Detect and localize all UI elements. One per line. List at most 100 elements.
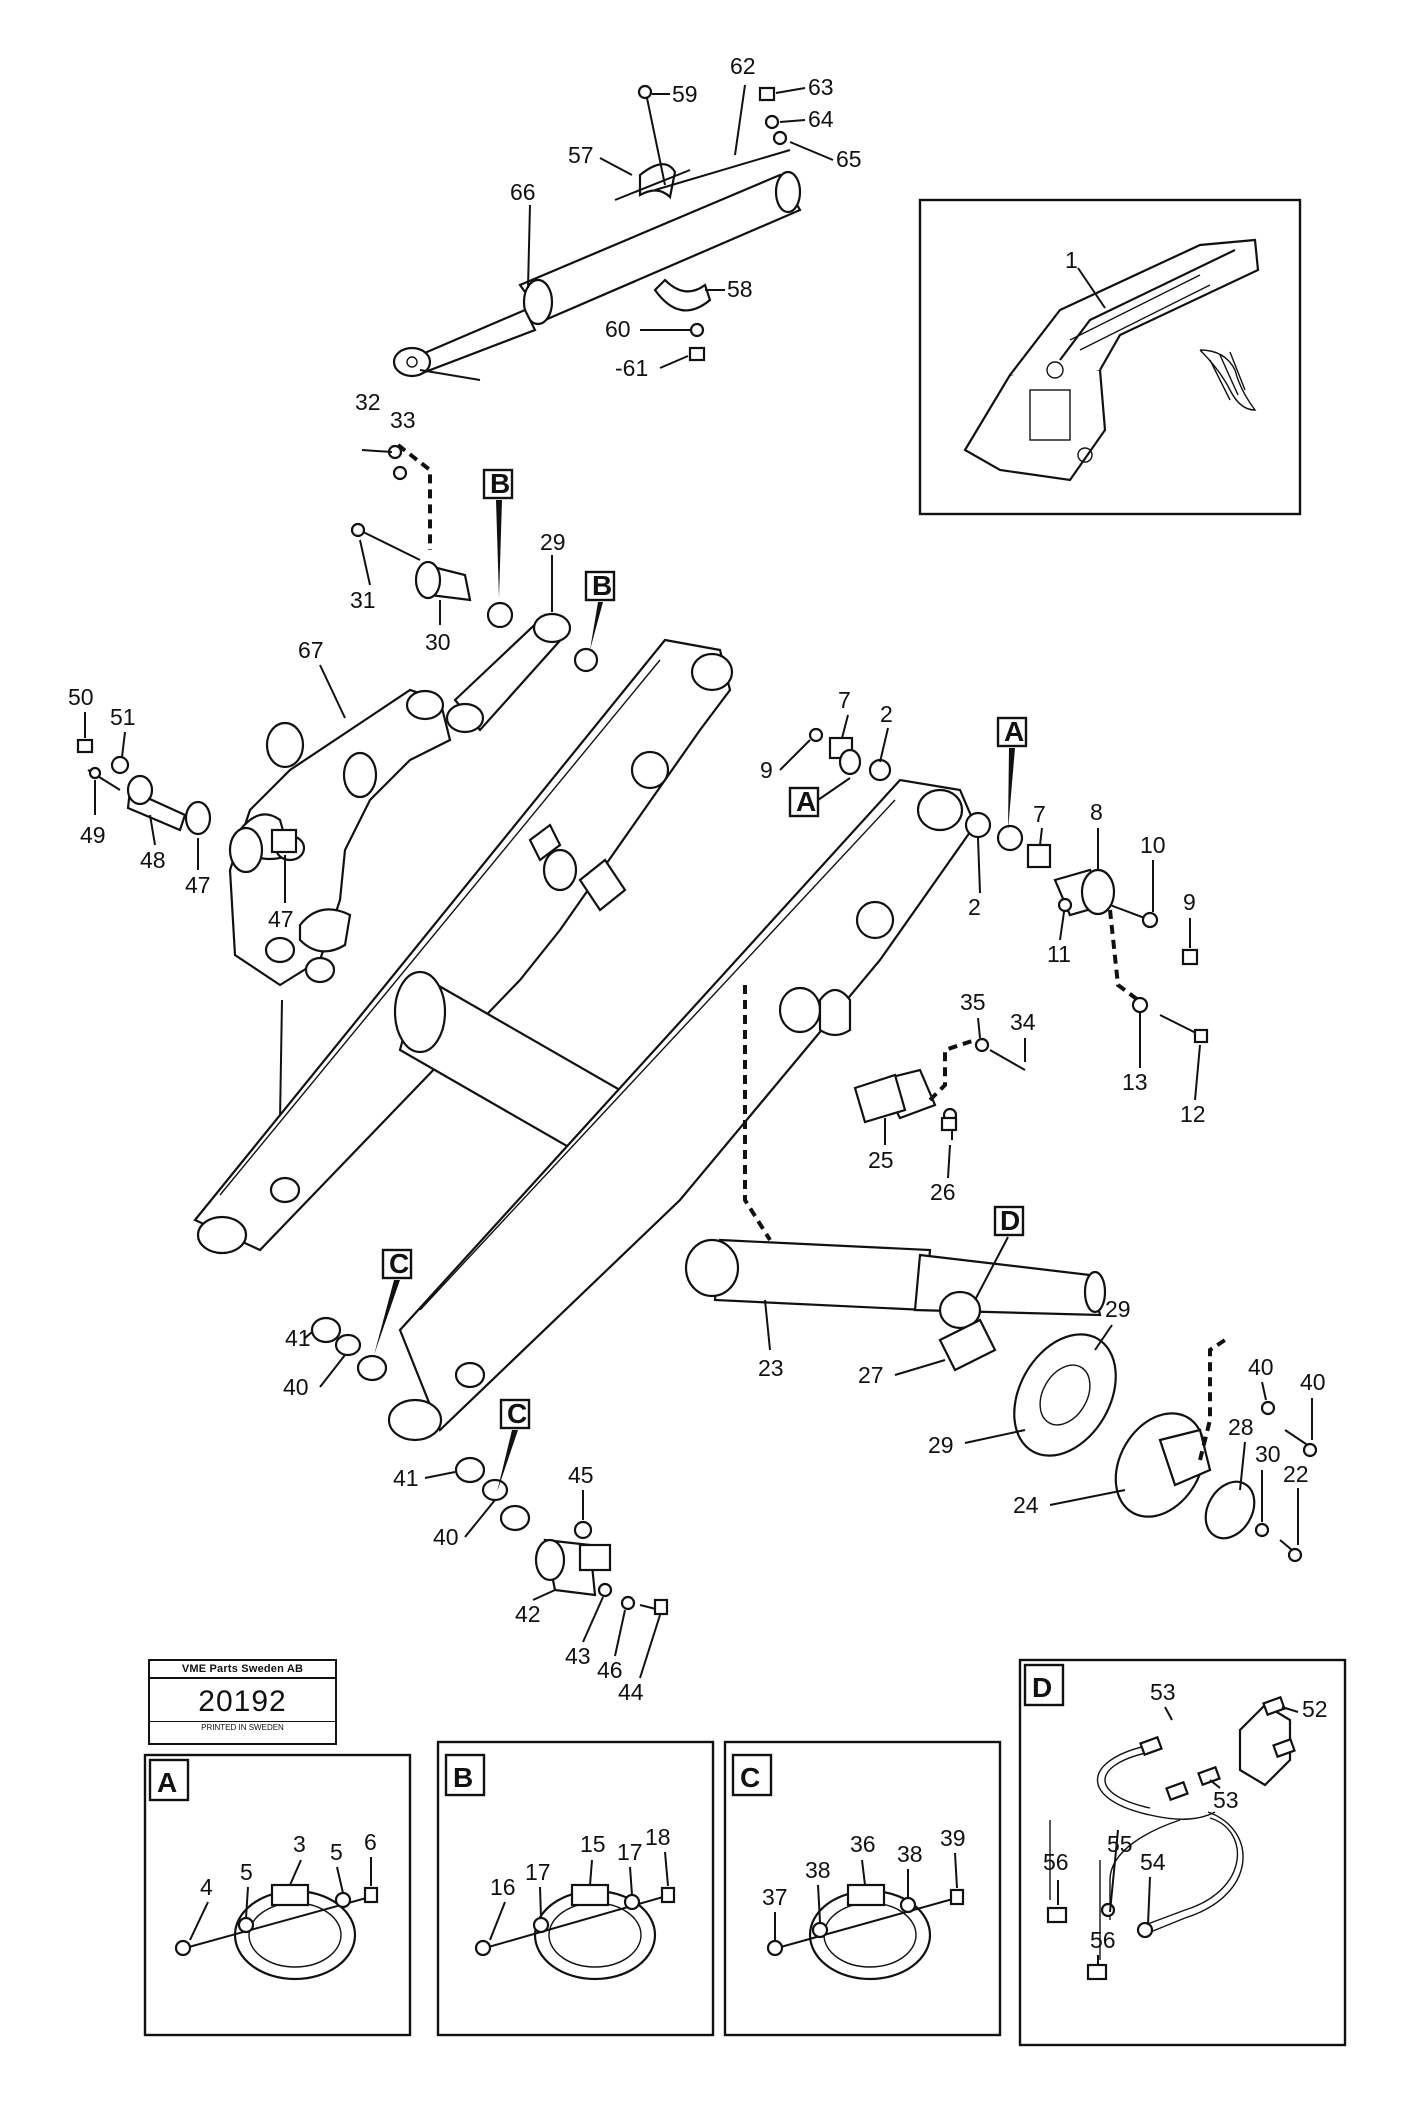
callout-32: 25 (868, 1147, 894, 1173)
callout-59: 59 (672, 81, 698, 107)
callout-62: 62 (730, 53, 756, 79)
catalog-stamp: VME Parts Sweden AB 20192 PRINTED IN SWE… (148, 1659, 337, 1745)
callout-44: 45 (568, 1462, 594, 1488)
detail-d-callout-53: 53 (1150, 1679, 1176, 1705)
tag-a-left: A (788, 777, 851, 818)
callout-40b: 40 (433, 1524, 459, 1550)
callout-63: 63 (808, 74, 834, 100)
callout-24: 24 (1013, 1492, 1039, 1518)
callout-47b: 47 (268, 906, 294, 932)
detail-d-callout-54: 54 (1140, 1849, 1166, 1875)
callout-13: 13 (1122, 1069, 1148, 1095)
stamp-number: 20192 (198, 1685, 287, 1718)
callout-26: 28 (1228, 1414, 1254, 1440)
overview-machine-sketch (963, 238, 1260, 482)
callout-50: 50 (68, 684, 94, 710)
callout-67: 67 (298, 637, 324, 663)
detail-label-a: A (157, 1767, 177, 1798)
reference-tags: B B A A C C D (374, 468, 1028, 1492)
detail-box-b: B 16 17 15 17 18 (436, 1740, 715, 2037)
callout-60: 60 (605, 316, 631, 342)
callout-30: 40 (1300, 1369, 1326, 1395)
callout-21: 32 (355, 389, 381, 415)
callout-29b: 29 (928, 1432, 954, 1458)
detail-a-callout-5b: 5 (330, 1839, 343, 1865)
callout-43: 43 (565, 1643, 591, 1669)
lower-cylinder-hub: 23 27 29 29 24 28 30 22 40 40 (684, 1238, 1326, 1563)
callout-23: 23 (758, 1355, 784, 1381)
detail-c-callout-38: 38 (805, 1857, 831, 1883)
upper-link-parts: 32 33 31 30 29 (350, 389, 599, 734)
callout-7b: 7 (1033, 801, 1046, 827)
callout-35: 35 (960, 989, 986, 1015)
callout-7: 7 (838, 687, 851, 713)
detail-b-callout-18: 18 (645, 1824, 671, 1850)
tag-c-lower: C (497, 1398, 531, 1492)
tag-b-upper: B (482, 468, 514, 598)
callout-46: 46 (597, 1657, 623, 1683)
svg-text:A: A (1004, 716, 1024, 747)
callout-48: 48 (140, 847, 166, 873)
svg-text:C: C (389, 1248, 409, 1279)
callout-31: 40 (1248, 1354, 1274, 1380)
callout-22: 33 (390, 407, 416, 433)
middle-bracket-parts: 35 34 25 26 (743, 985, 1036, 1242)
detail-c-callout-36: 36 (850, 1831, 876, 1857)
detail-box-a: A 4 5 3 5 6 (143, 1753, 412, 2037)
callout-29: 29 (1105, 1296, 1131, 1322)
detail-b-callout-17: 17 (525, 1859, 551, 1885)
callout-10: 10 (1140, 832, 1166, 858)
callout-1: 1 (1065, 247, 1078, 273)
detail-d-callout-52: 52 (1302, 1696, 1328, 1722)
callout-14: 29 (540, 529, 566, 555)
callout-66: 66 (510, 179, 536, 205)
stamp-printed: PRINTED IN SWEDEN (150, 1721, 335, 1733)
callout-25: 27 (858, 1362, 884, 1388)
tag-a-right: A (996, 716, 1028, 830)
callout-34: 34 (1010, 1009, 1036, 1035)
stamp-company: VME Parts Sweden AB (150, 1661, 335, 1679)
callout-57: 57 (568, 142, 594, 168)
callout-64: 64 (808, 106, 834, 132)
callout-27: 22 (1283, 1461, 1309, 1487)
callout-40: 40 (283, 1374, 309, 1400)
detail-d-callout-53b: 53 (1213, 1787, 1239, 1813)
callout-45: 44 (618, 1679, 644, 1705)
svg-text:A: A (796, 786, 816, 817)
callout-49: 49 (80, 822, 106, 848)
detail-label-c: C (740, 1762, 760, 1793)
detail-label-b: B (453, 1762, 473, 1793)
callout-65: 65 (836, 146, 862, 172)
tag-d: D (974, 1205, 1025, 1301)
overview-inset: 1 (918, 198, 1302, 516)
callout-19: 30 (425, 629, 451, 655)
right-upper-hardware: 7 2 9 2 7 8 10 9 11 13 12 (760, 687, 1209, 1127)
callout-28: 30 (1255, 1441, 1281, 1467)
callout-12: 12 (1180, 1101, 1206, 1127)
detail-a-callout-3: 3 (293, 1831, 306, 1857)
callout-42: 42 (515, 1601, 541, 1627)
detail-d-callout-55: 55 (1107, 1831, 1133, 1857)
tag-b-right: B (584, 570, 616, 650)
callout-61: -61 (615, 355, 648, 381)
callout-47: 47 (185, 872, 211, 898)
svg-text:C: C (507, 1398, 527, 1429)
svg-text:B: B (490, 468, 510, 499)
callout-8: 8 (1090, 799, 1103, 825)
detail-box-c: C 37 38 36 38 39 (723, 1740, 1002, 2037)
detail-c-callout-38b: 38 (897, 1841, 923, 1867)
detail-a-callout-5: 5 (240, 1859, 253, 1885)
tag-c-upper: C (374, 1248, 413, 1355)
callout-11: 11 (1047, 941, 1071, 967)
detail-a-callout-4: 4 (200, 1874, 213, 1900)
callout-2: 2 (880, 701, 893, 727)
callout-20: 31 (350, 587, 376, 613)
detail-d-callout-56b: 56 (1090, 1927, 1116, 1953)
bellcrank-assembly: 67 50 51 49 48 47 47 (68, 637, 452, 1121)
callout-33: 26 (930, 1179, 956, 1205)
callout-41: 41 (285, 1325, 311, 1351)
callout-9: 9 (760, 757, 773, 783)
svg-text:B: B (592, 570, 612, 601)
svg-text:D: D (1000, 1205, 1020, 1236)
detail-box-d: D 53 52 53 55 56 56 54 (1018, 1658, 1347, 2047)
